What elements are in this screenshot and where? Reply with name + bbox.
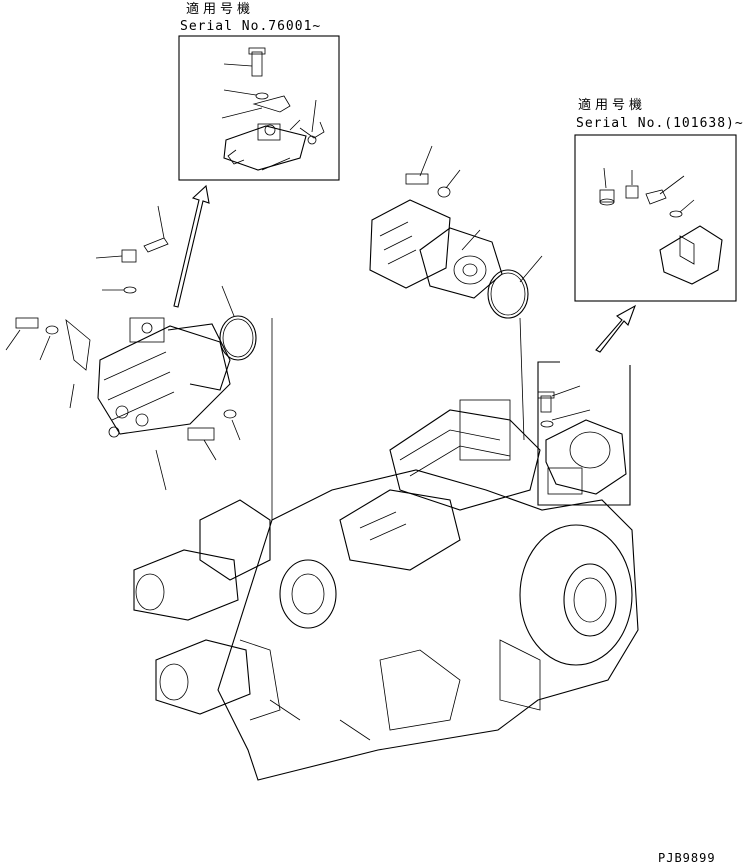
inset-c-frame (537, 361, 631, 506)
control-valve-assembly (5, 205, 257, 491)
arrow-to-inset-a (173, 184, 210, 308)
inset-a-frame (178, 35, 340, 181)
drawing-code: PJB9899 (658, 851, 716, 865)
inset-a-serial-label: Serial No.76001~ (180, 19, 322, 34)
inset-a-applicable-label: 適用号機 (186, 2, 255, 17)
inset-b-serial-label: Serial No.(101638)~ (576, 116, 744, 131)
inset-b-fitting-assembly (599, 167, 723, 285)
leader-line (519, 317, 525, 441)
hydraulic-pump-assembly (369, 145, 543, 319)
inset-b-applicable-label: 適用号機 (578, 98, 647, 113)
transmission-housing (133, 399, 639, 781)
inset-a-valve-assembly (221, 47, 325, 171)
inset-b-frame (574, 134, 737, 302)
inset-c-housing (537, 385, 627, 495)
arrow-to-inset-b (595, 304, 637, 353)
